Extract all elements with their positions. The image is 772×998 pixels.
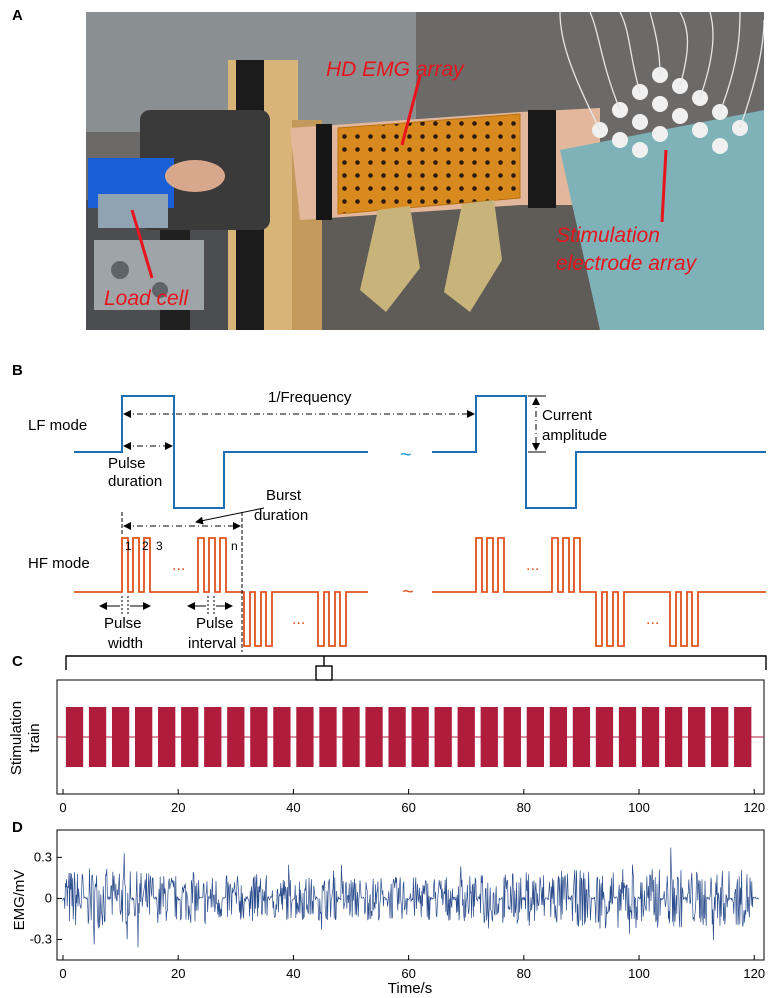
current-amplitude-line1: Current (542, 407, 593, 424)
hf-waveform (74, 537, 766, 647)
stim-burst-11 (296, 707, 314, 767)
hd-emg-array (337, 113, 521, 215)
pulse-number-n: n (231, 539, 238, 553)
c-ylabel-line1: Stimulation (8, 701, 25, 775)
c-xtick-label-4: 80 (517, 800, 531, 815)
d-ytick-label-2: -0.3 (30, 931, 52, 946)
d-xtick-label-0: 0 (59, 966, 66, 981)
emg-signal (62, 847, 759, 948)
stim-burst-12 (319, 707, 337, 767)
panel-letter-c: C (12, 653, 23, 670)
stim-burst-19 (480, 707, 498, 767)
burst-duration-line1: Burst (266, 487, 302, 504)
pulse-number-1: 1 (125, 539, 132, 553)
stim-burst-15 (388, 707, 406, 767)
lf-mode-label: LF mode (28, 417, 87, 434)
c-xtick-label-1: 20 (171, 800, 185, 815)
pulse-duration-line2: duration (108, 473, 162, 490)
c-ylabel-line2: train (26, 723, 43, 752)
stim-burst-14 (365, 707, 383, 767)
wires (559, 12, 764, 131)
c-xtick-label-0: 0 (59, 800, 66, 815)
c-xtick-label-3: 60 (401, 800, 415, 815)
stim-burst-29 (711, 707, 729, 767)
frequency-label: 1/Frequency (268, 389, 352, 406)
stimulation-train-chart: 0 20 40 60 80 100 120 Stimulation train (8, 679, 765, 815)
d-ytick-label-1: 0 (45, 890, 52, 905)
d-ylabel: EMG/mV (11, 870, 28, 931)
stim-burst-5 (158, 707, 176, 767)
hf-ellipsis-3: ... (526, 557, 539, 574)
stim-burst-17 (434, 707, 452, 767)
hf-mode-label: HF mode (28, 555, 90, 572)
d-xlabel: Time/s (388, 980, 432, 997)
zoom-bracket (65, 655, 767, 670)
hf-break-tilde: ~ (402, 581, 414, 603)
stim-burst-8 (227, 707, 245, 767)
stim-burst-26 (641, 707, 660, 767)
d-xtick-label-3: 60 (401, 966, 415, 981)
stim-burst-10 (273, 707, 291, 767)
stim-label-line2: electrode array (556, 252, 698, 275)
c-xtick-label-2: 40 (286, 800, 300, 815)
schematic: LF mode HF mode ~ 1/Frequency Pulse dura… (28, 389, 767, 681)
hf-ellipsis-1: ... (172, 557, 185, 574)
stim-burst-27 (664, 707, 683, 767)
stim-burst-6 (181, 707, 199, 767)
load-cell-label: Load cell (104, 287, 189, 310)
stim-burst-2 (88, 707, 107, 767)
pulse-width-line2: width (107, 635, 143, 652)
lf-waveform-right (432, 395, 766, 509)
stim-burst-9 (250, 707, 268, 767)
c-xtick-label-5: 100 (628, 800, 650, 815)
lf-waveform (74, 395, 368, 509)
pulse-width-line1: Pulse (104, 615, 142, 632)
stim-burst-22 (549, 707, 568, 767)
d-xtick-label-1: 20 (171, 966, 185, 981)
hf-ellipsis-2: ... (292, 611, 305, 628)
hf-ellipsis-4: ... (646, 611, 659, 628)
c-xtick-label-6: 120 (743, 800, 765, 815)
stim-burst-13 (342, 707, 360, 767)
hand (165, 160, 225, 192)
pulse-duration-line1: Pulse (108, 455, 146, 472)
burst-duration-line2: duration (254, 507, 308, 524)
stim-label-line1: Stimulation (556, 224, 660, 247)
stim-burst-7 (204, 707, 222, 767)
panel-letter-b: B (12, 362, 23, 379)
stim-burst-30 (734, 707, 752, 767)
stim-burst-20 (503, 707, 521, 767)
pulse-interval-line2: interval (188, 635, 236, 652)
pulse-number-2: 2 (142, 539, 149, 553)
stim-burst-21 (526, 707, 544, 767)
stim-burst-1 (65, 707, 84, 767)
stim-burst-24 (595, 707, 614, 767)
stim-burst-25 (618, 707, 637, 767)
panel-letter-a: A (12, 7, 23, 24)
d-xtick-label-5: 100 (628, 966, 650, 981)
stim-burst-4 (135, 707, 153, 767)
stim-burst-16 (411, 707, 429, 767)
d-xtick-label-6: 120 (743, 966, 765, 981)
stim-burst-18 (457, 707, 475, 767)
d-ytick-label-0: 0.3 (34, 849, 52, 864)
photo: HD EMG array Load cell Stimulation elect… (86, 12, 764, 330)
stim-burst-3 (111, 707, 130, 767)
panel-letter-d: D (12, 819, 23, 836)
zoom-box (315, 665, 333, 681)
plot-frame-d (56, 829, 765, 961)
hd-emg-label: HD EMG array (326, 58, 465, 81)
d-xtick-label-2: 40 (286, 966, 300, 981)
lf-break-tilde: ~ (400, 444, 412, 466)
stim-burst-23 (572, 707, 591, 767)
pulse-interval-line1: Pulse (196, 615, 234, 632)
d-xtick-label-4: 80 (517, 966, 531, 981)
pulse-number-3: 3 (156, 539, 163, 553)
emg-chart: 0 20 40 60 80 100 120 0.3 0 -0.3 EMG/mV Time/s (11, 829, 765, 997)
current-amplitude-line2: amplitude (542, 427, 607, 444)
stim-burst-28 (687, 707, 706, 767)
